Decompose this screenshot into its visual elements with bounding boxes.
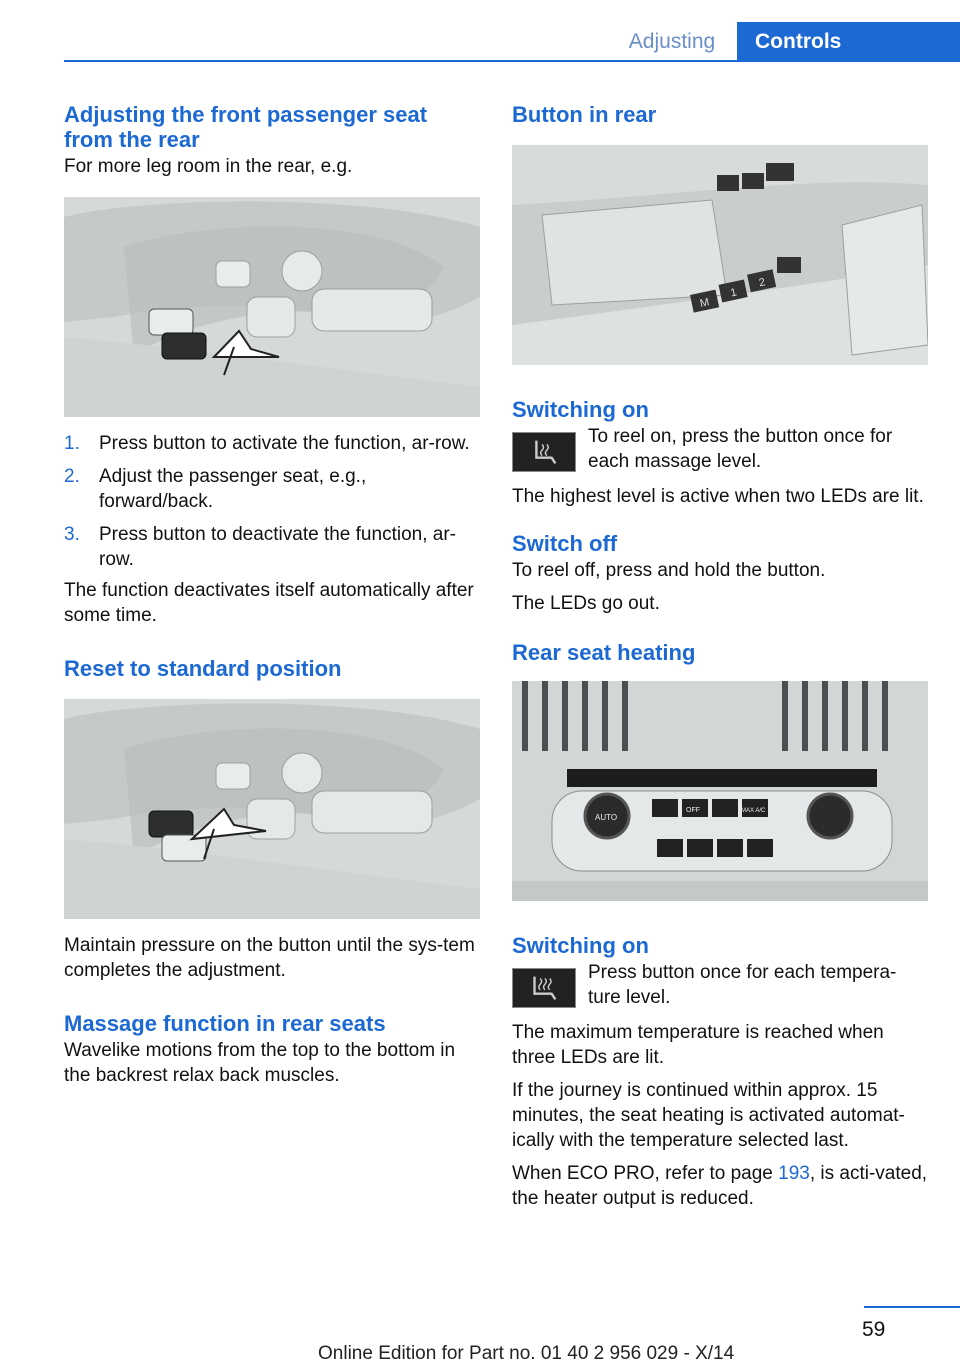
list-item: 1.Press button to activate the function,… xyxy=(64,433,470,454)
footer-rule xyxy=(864,1306,960,1308)
heading-adjust-front-seat: Adjusting the front passenger seat from … xyxy=(64,102,428,152)
heading-switch-off: Switch off xyxy=(512,531,618,556)
massage-on-text: To reel on, press the button once for ea… xyxy=(588,426,893,472)
massage-switch-row: To reel on, press the button once for ea… xyxy=(512,424,928,480)
door-label-m: M xyxy=(699,296,710,310)
heating-on-text: Press button once for each tempera‐ture … xyxy=(588,962,897,1008)
header-rule xyxy=(64,60,960,62)
edition-footer: Online Edition for Part no. 01 40 2 956 … xyxy=(318,1343,735,1364)
seat-controls-image xyxy=(64,197,480,417)
right-column: Button in rear M 1 2 Switching on xyxy=(512,102,928,1211)
list-item: 2.Adjust the passenger seat, e.g., forwa… xyxy=(64,466,367,512)
page-number: 59 xyxy=(862,1318,886,1341)
intro-text: For more leg room in the rear, e.g. xyxy=(64,156,353,177)
auto-deactivate-note: The function deactivates itself automati… xyxy=(64,580,474,626)
max-temp-note: The maximum temperature is reached when … xyxy=(512,1022,884,1068)
heading-button-in-rear: Button in rear xyxy=(512,102,657,127)
eco-pro-note: When ECO PRO, refer to page 193, is acti… xyxy=(512,1163,928,1209)
heading-reset-position: Reset to standard position xyxy=(64,656,342,681)
rear-door-buttons-image: M 1 2 xyxy=(512,145,928,365)
page-193-link[interactable]: 193 xyxy=(778,1163,810,1184)
rear-climate-panel-image: AUTO OFF MAX A/C xyxy=(512,681,928,901)
heading-switching-on-massage: Switching on xyxy=(512,397,649,422)
header-section: Adjusting xyxy=(628,30,716,53)
heating-switch-row: Press button once for each tempera‐ture … xyxy=(512,960,928,1016)
heading-massage-function: Massage function in rear seats xyxy=(64,1011,386,1036)
heading-rear-seat-heating: Rear seat heating xyxy=(512,640,696,665)
door-label-1: 1 xyxy=(729,286,737,299)
max-ac-label: MAX A/C xyxy=(741,808,766,814)
massage-note: Wavelike motions from the top to the bot… xyxy=(64,1040,456,1086)
leds-out-text: The LEDs go out. xyxy=(512,593,660,614)
door-label-2: 2 xyxy=(758,276,766,289)
reset-button-image xyxy=(64,699,480,919)
auto-label: AUTO xyxy=(595,813,617,822)
header-chapter: Controls xyxy=(737,22,960,62)
list-item: 3.Press button to deactivate the functio… xyxy=(64,524,456,570)
reset-note: Maintain pressure on the button until th… xyxy=(64,935,475,981)
left-column: Adjusting the front passenger seat from … xyxy=(64,102,480,1088)
off-label: OFF xyxy=(686,807,700,814)
heading-switching-on-heating: Switching on xyxy=(512,933,649,958)
highest-level-note: The highest level is active when two LED… xyxy=(512,486,924,507)
steps-list: 1.Press button to activate the function,… xyxy=(64,431,480,572)
journey-note: If the journey is continued within appro… xyxy=(512,1080,905,1151)
massage-button-icon xyxy=(512,432,576,472)
switch-off-text: To reel off, press and hold the button. xyxy=(512,560,826,581)
seat-heating-icon xyxy=(512,968,576,1008)
